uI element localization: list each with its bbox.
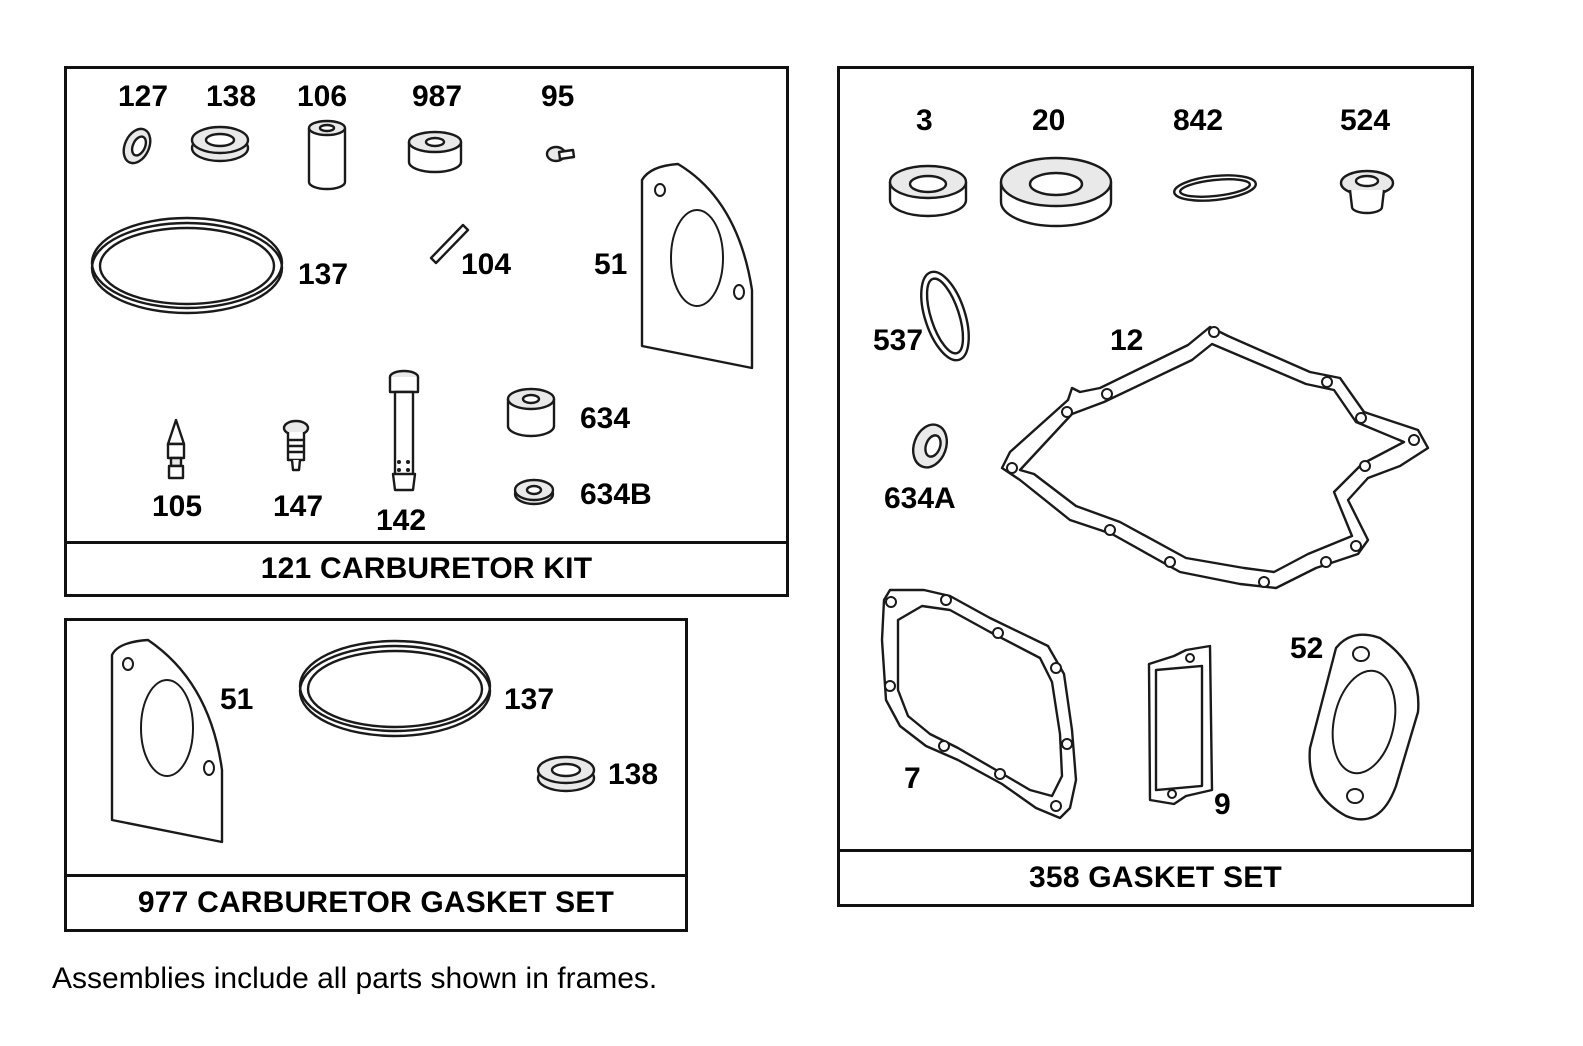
label-9: 9 [1214,788,1231,821]
frame-gasket-set: 358 GASKET SET [837,66,1474,907]
part-537-oring [920,270,970,362]
frame-title-carburetor-kit: 121 CARBURETOR KIT [67,541,786,594]
part-634a-washer [911,423,949,469]
label-138: 138 [206,80,257,113]
label-52: 52 [1290,632,1324,665]
label-95: 95 [541,80,575,113]
label-106: 106 [297,80,348,113]
part-52-gasket [1308,633,1420,821]
part-3-seal [888,164,968,218]
label-524: 524 [1340,104,1391,137]
part-95-screw [545,145,576,163]
part-20-seal [999,156,1113,228]
part-137-oring [90,216,284,315]
label-147: 147 [273,490,324,523]
part-987-spacer [407,130,463,174]
label-51-set: 51 [220,683,254,716]
part-634b-washer [513,478,555,506]
part-106-bushing [307,119,347,191]
label-142: 142 [376,504,427,537]
label-842: 842 [1173,104,1224,137]
label-987: 987 [412,80,463,113]
label-104: 104 [461,248,512,281]
label-138-set: 138 [608,758,659,791]
part-105-needle [166,418,186,480]
part-127-washer [122,127,152,165]
part-7-head-gasket [880,588,1078,820]
label-137: 137 [298,258,349,291]
frame-title-gasket-set: 358 GASKET SET [840,849,1471,904]
part-12-crankcase-gasket [1000,325,1430,590]
frame-carburetor-gasket-set: 977 CARBURETOR GASKET SET [64,618,688,932]
part-138-washer-set [536,755,596,793]
label-127: 127 [118,80,169,113]
part-842-oring [1173,174,1257,202]
part-147-screw [282,419,310,472]
label-137-set: 137 [504,683,555,716]
part-9-gasket [1147,644,1214,806]
part-51-gasket-plate-set [110,638,224,844]
label-105: 105 [152,490,203,523]
part-137-oring-set [298,639,492,738]
part-142-tube [388,369,420,492]
part-634-spacer [506,387,556,438]
label-634a: 634A [884,482,956,515]
frame-carburetor-kit: 121 CARBURETOR KIT [64,66,789,597]
label-20: 20 [1032,104,1066,137]
label-3: 3 [916,104,933,137]
label-537: 537 [873,324,924,357]
part-104-pin [429,223,470,265]
footnote: Assemblies include all parts shown in fr… [52,962,658,995]
label-51: 51 [594,248,628,281]
label-634b: 634B [580,478,652,511]
part-524-grommet [1339,169,1395,215]
part-51-gasket-plate [640,162,754,370]
label-12: 12 [1110,324,1144,357]
part-138-washer [190,125,250,163]
frame-title-carburetor-gasket-set: 977 CARBURETOR GASKET SET [67,874,685,929]
label-7: 7 [904,762,921,795]
label-634: 634 [580,402,631,435]
